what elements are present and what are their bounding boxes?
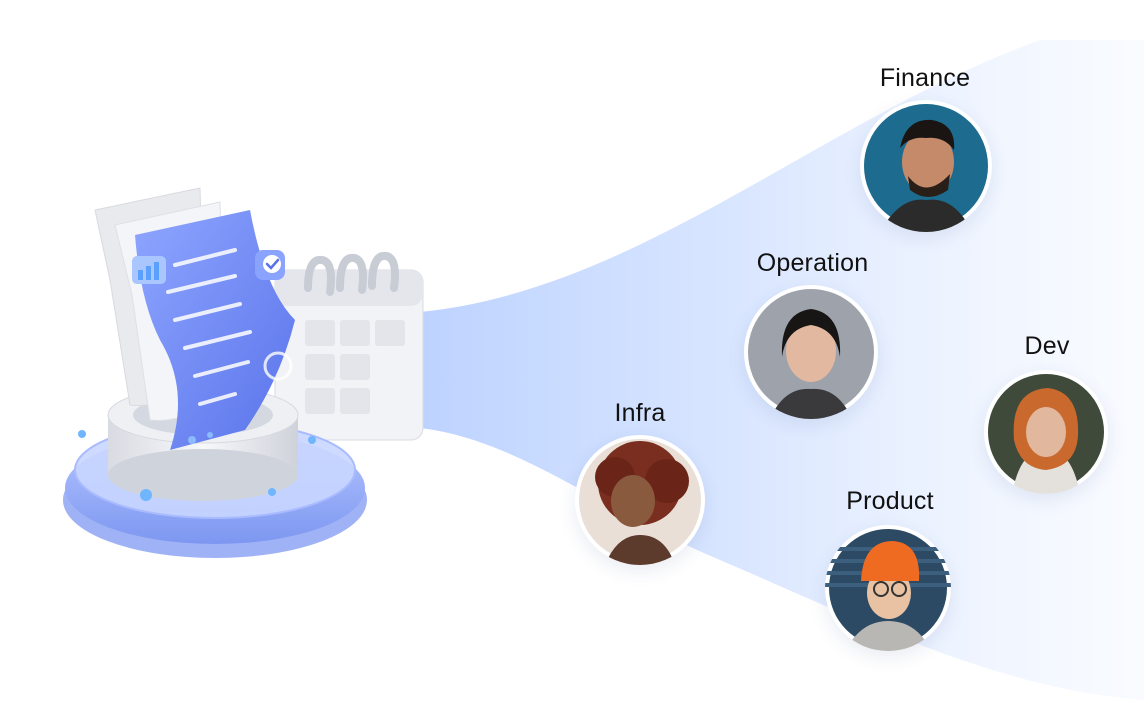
person-dev: Dev: [980, 328, 1114, 508]
avatar: [825, 525, 951, 651]
check-badge-icon: [255, 250, 285, 280]
bar-chart-icon: [132, 256, 166, 284]
person-label-operation: Operation: [756, 249, 869, 277]
person-finance: Finance: [850, 60, 1000, 240]
person-label-dev: Dev: [1024, 332, 1070, 360]
calendar-icon: [274, 251, 424, 441]
person-label-infra: Infra: [614, 399, 666, 427]
person-operation: Operation: [730, 245, 895, 425]
avatar: [744, 285, 878, 419]
avatar: [984, 370, 1108, 494]
avatar: [860, 100, 992, 232]
person-product: Product: [815, 483, 965, 663]
person-infra: Infra: [575, 395, 705, 575]
person-label-product: Product: [846, 487, 934, 515]
person-label-finance: Finance: [879, 64, 971, 92]
document-calendar-illustration: [50, 170, 450, 590]
avatar: [575, 435, 705, 565]
